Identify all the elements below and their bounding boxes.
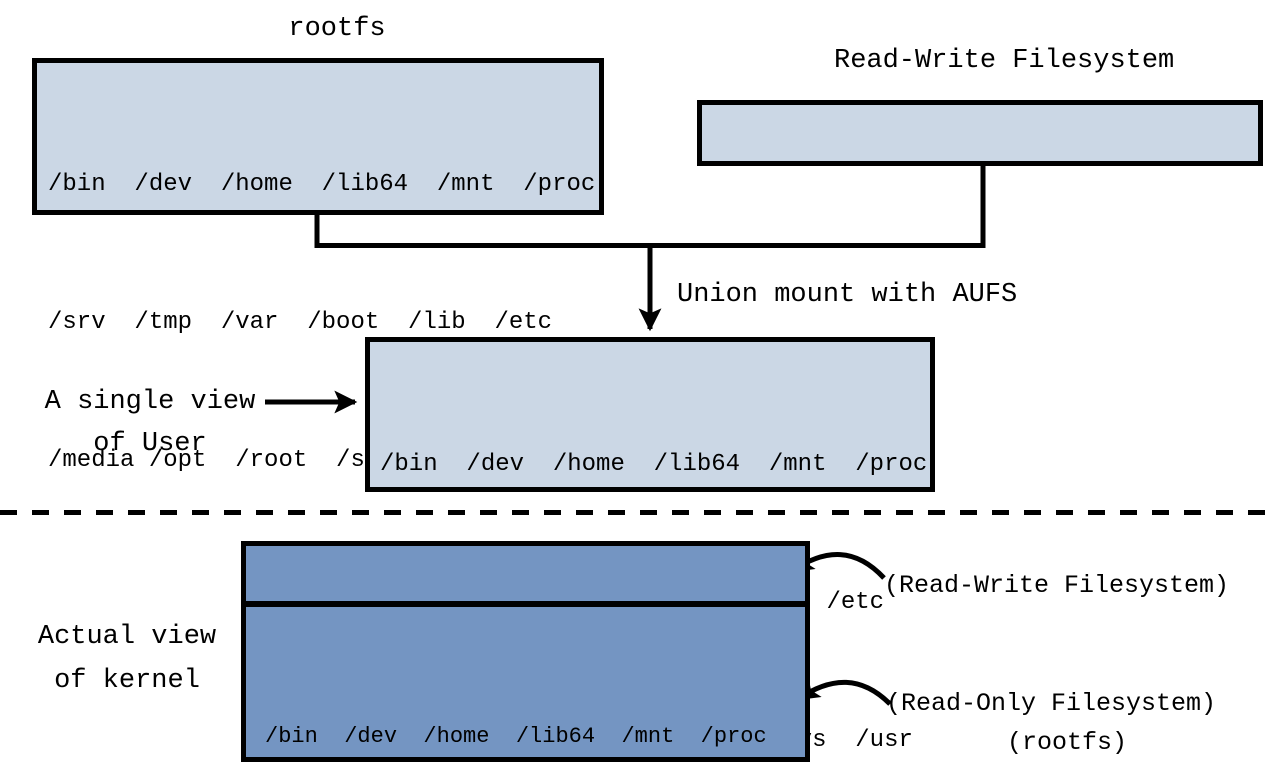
user-view-label: A single view of User	[35, 381, 265, 465]
ro-annotation-line1: (Read-Only Filesystem)	[886, 689, 1217, 718]
user-view-label-line2: of User	[93, 429, 207, 459]
kernel-rw-layer	[246, 546, 805, 601]
user-view-label-line1: A single view	[44, 387, 256, 417]
rootfs-title: rootfs	[288, 14, 386, 44]
kernel-view-label: Actual view of kernel	[28, 615, 226, 703]
rw-annotation: (Read-Write Filesystem)	[884, 571, 1230, 600]
rootfs-dir-row-1: /bin /dev /home /lib64 /mnt /proc	[48, 171, 596, 198]
kernel-view-label-line2: of kernel	[54, 666, 200, 696]
ro-annotation-line2: (rootfs)	[1006, 728, 1128, 757]
rootfs-dir-row-2: /srv /tmp /var /boot /lib /etc	[48, 309, 553, 336]
rw-filesystem-title: Read-Write Filesystem	[834, 46, 1175, 76]
kernel-box: /bin /dev /home /lib64 /mnt /proc /srv /…	[241, 541, 810, 762]
kernel-layer-divider	[246, 601, 805, 607]
rw-filesystem-box	[697, 100, 1263, 166]
kernel-view-label-line1: Actual view	[37, 622, 217, 652]
kernel-ro-layer: /bin /dev /home /lib64 /mnt /proc /srv /…	[246, 601, 805, 764]
dashed-separator	[0, 510, 1269, 515]
rootfs-box: /bin /dev /home /lib64 /mnt /proc /srv /…	[32, 58, 604, 474]
union-mount-label: Union mount with AUFS	[677, 280, 1018, 310]
merged-view-box: /bin /dev /home /lib64 /mnt /proc /srv /…	[365, 337, 935, 754]
kernel-dir-row-1: /bin /dev /home /lib64 /mnt /proc	[265, 724, 767, 749]
merged-dir-row-1: /bin /dev /home /lib64 /mnt /proc	[380, 451, 928, 478]
